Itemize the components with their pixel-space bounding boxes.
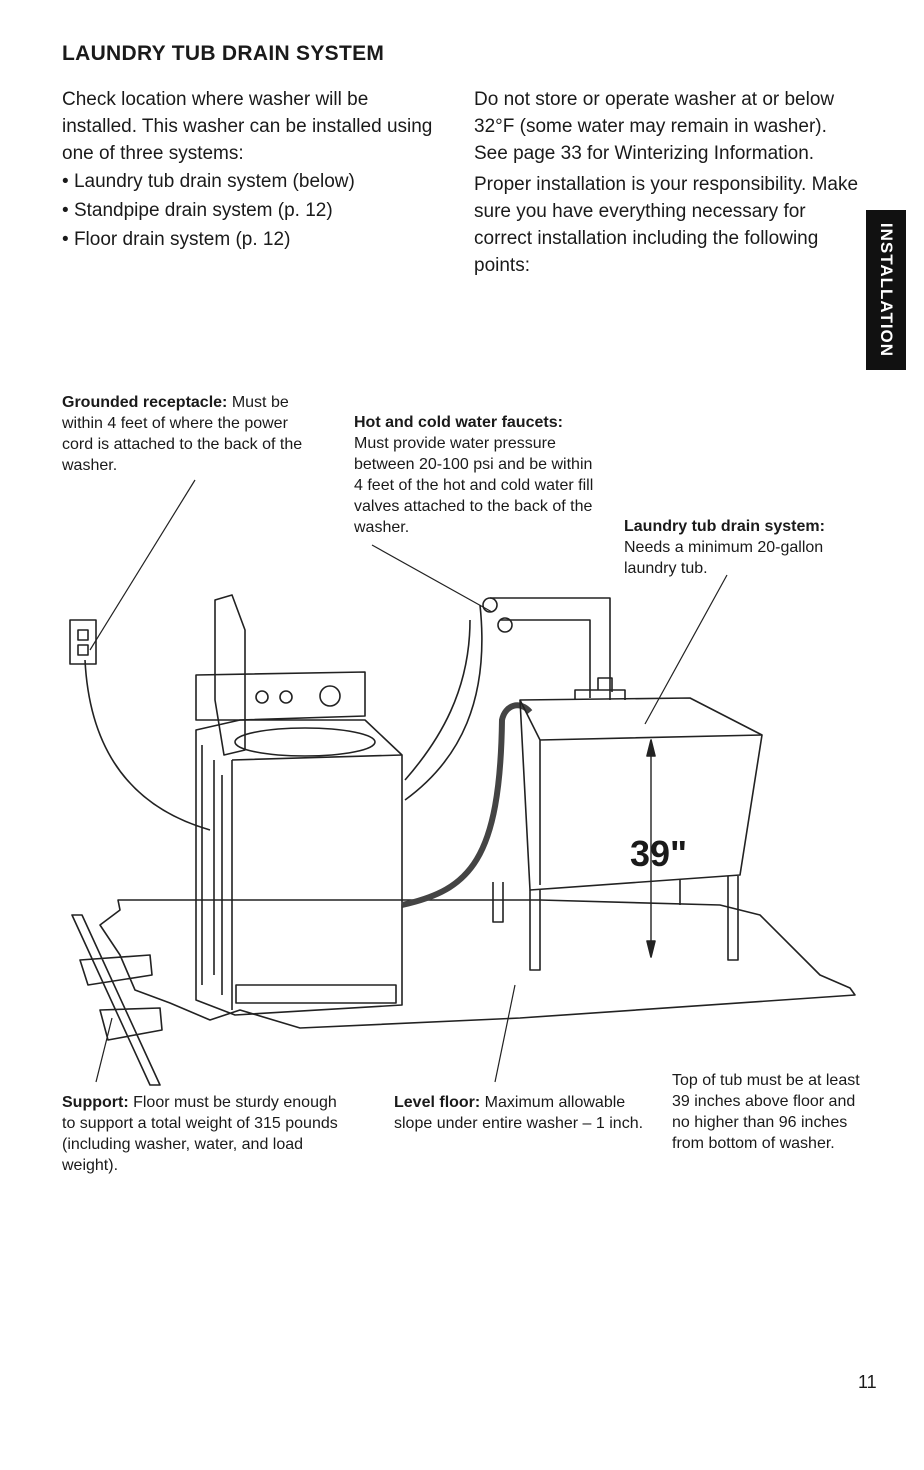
callout-water-faucets: Hot and cold water faucets: Must provide… [354,412,600,538]
height-dimension-label: 39" [630,833,687,874]
leader-faucets [371,544,493,613]
callout-text: Maximum allowable slope under entire was… [394,1094,644,1132]
floor-outline [99,899,856,1029]
list-item: Laundry tub drain system (below) [62,167,442,196]
washer-body [195,719,403,1016]
water-hoses [404,604,483,801]
leader-grounded [89,479,196,651]
callout-grounded-receptacle: Grounded receptacle: Must be within 4 fe… [62,392,312,476]
faucet-pipes [490,597,611,700]
tub-faucet [574,677,626,700]
callout-tub-height: Top of tub must be at least 39 inches ab… [672,1070,868,1154]
intro-text: Check location where washer will be inst… [62,89,433,164]
responsibility-note: Proper installation is your responsibili… [474,174,859,276]
wall-receptacle [69,619,97,665]
callout-laundry-tub: Laundry tub drain system: Needs a minimu… [624,516,869,579]
intro-left: Check location where washer will be inst… [62,86,442,254]
temperature-warning: Do not store or operate washer at or bel… [474,89,835,164]
laundry-tub [519,697,763,891]
callout-text: Top of tub must be at least 39 inches ab… [672,1072,860,1152]
callout-label: Hot and cold water faucets: [354,414,563,431]
washer-console [195,671,366,721]
page-title: LAUNDRY TUB DRAIN SYSTEM [62,42,385,65]
callout-text: Must provide water pressure between 20-1… [354,435,594,536]
leader-support [95,1017,113,1083]
callout-label: Level floor: [394,1094,481,1111]
drain-hose [401,702,533,908]
callout-text: Must be within 4 feet of where the power… [62,394,303,474]
callout-label: Support: [62,1094,129,1111]
callout-level-floor: Level floor: Maximum allowable slope und… [394,1092,644,1134]
power-cord [84,659,211,831]
leader-level [494,984,516,1083]
intro-right: Do not store or operate washer at or bel… [474,86,862,279]
leader-tub [644,574,728,725]
list-item: Standpipe drain system (p. 12) [62,196,442,225]
list-item: Floor drain system (p. 12) [62,225,442,254]
install-systems-list: Laundry tub drain system (below) Standpi… [62,167,442,254]
callout-text: Needs a minimum 20-gallon laundry tub. [624,539,824,577]
callout-label: Grounded receptacle: [62,394,228,411]
page-number: 11 [858,1372,877,1392]
section-side-tab: INSTALLATION [866,210,906,370]
tub-legs [492,876,739,971]
callout-text: Floor must be sturdy enough to support a… [62,1094,338,1174]
callout-support: Support: Floor must be sturdy enough to … [62,1092,352,1176]
floor-joists [71,914,163,1086]
callout-label: Laundry tub drain system: [624,518,825,535]
